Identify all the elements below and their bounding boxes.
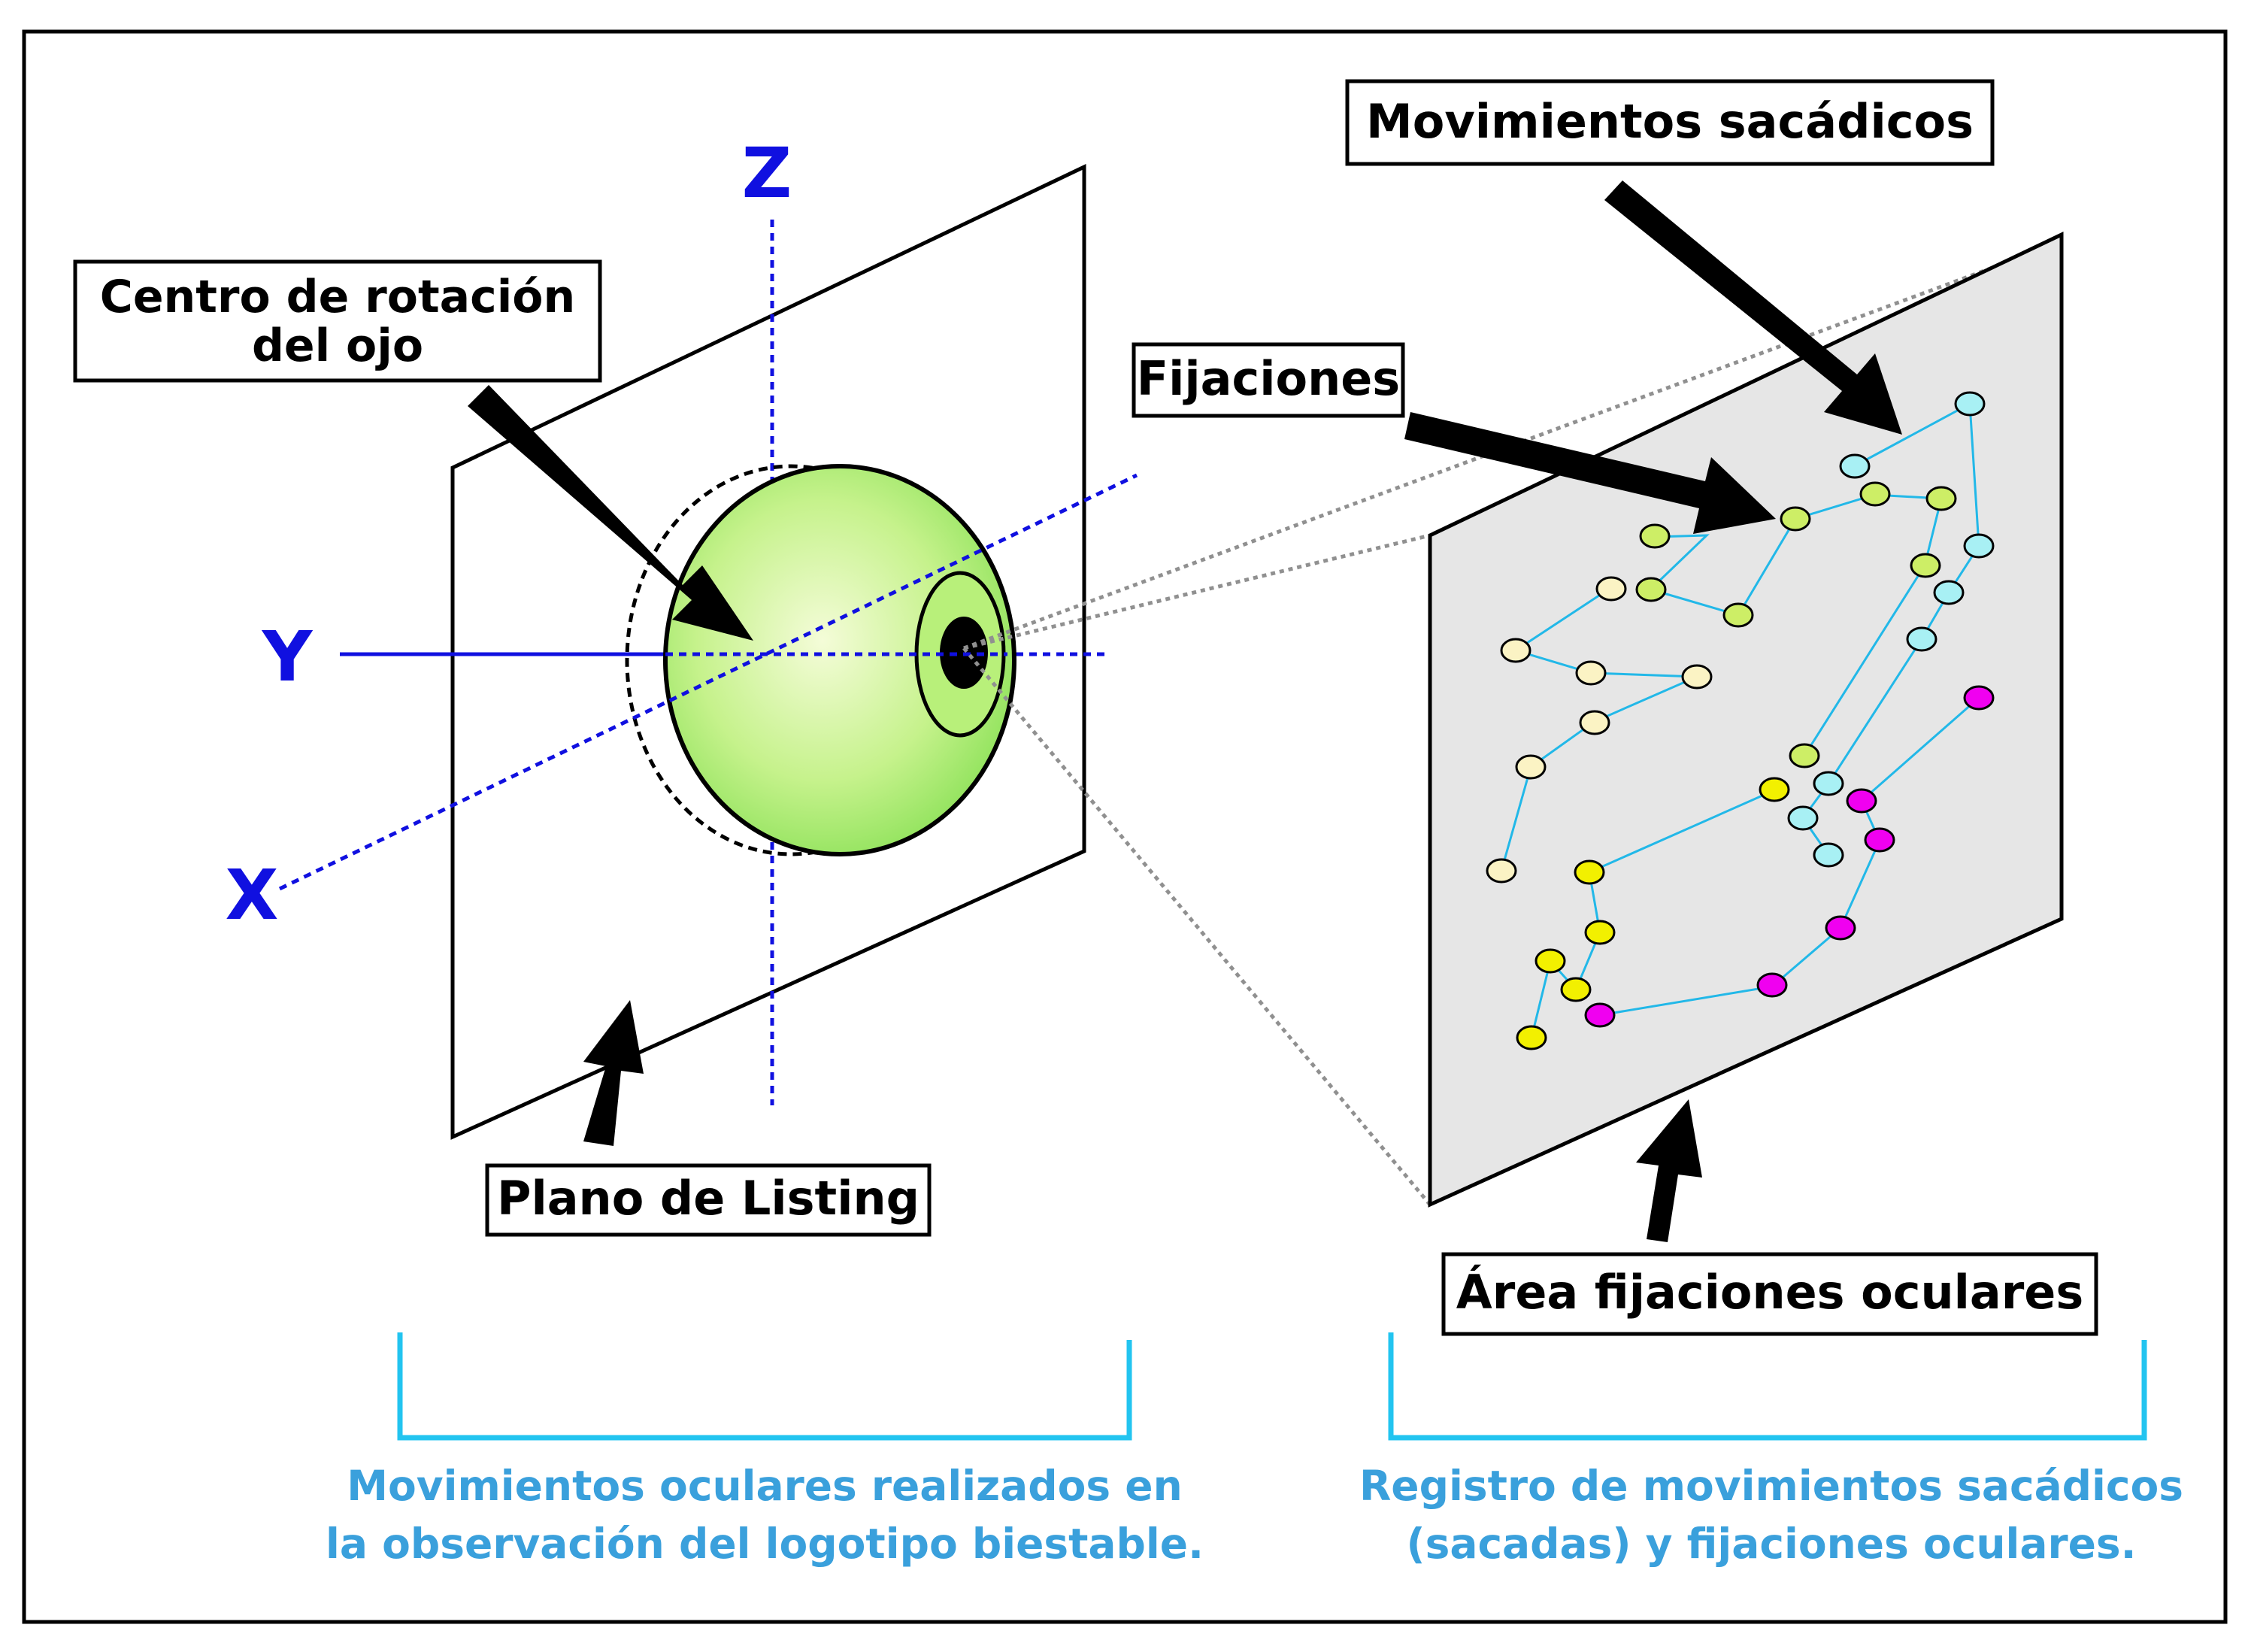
fixation-point xyxy=(1859,481,1891,507)
projection-lines xyxy=(962,240,2062,1206)
fixation-point xyxy=(1846,788,1877,814)
fixation-point xyxy=(1933,580,1965,605)
x-axis-label: X xyxy=(226,855,279,935)
listing-plane-label: Plano de Listing xyxy=(497,1171,919,1226)
fixation-point xyxy=(1515,754,1547,780)
listing-plane-box xyxy=(485,1163,932,1237)
saccade-path-yellow xyxy=(1530,789,1775,1038)
fixation-area-label: Área fijaciones oculares xyxy=(1456,1265,2083,1320)
saccades-box xyxy=(1345,79,1995,166)
fixation-point xyxy=(1925,486,1957,511)
fixation-point xyxy=(1954,391,1986,417)
fixation-point xyxy=(1825,915,1856,941)
y-axis-label: Y xyxy=(262,617,314,697)
right-caption-line2: (sacadas) y fijaciones oculares. xyxy=(1406,1520,2136,1568)
fixation-point xyxy=(1635,577,1667,602)
left-caption-line1: Movimientos oculares realizados en xyxy=(347,1462,1183,1510)
saccade-path-magenta xyxy=(1599,696,1980,1017)
fixations-magenta xyxy=(1584,685,1995,1028)
fixation-panel xyxy=(1428,232,2064,1208)
fixation-point xyxy=(1906,626,1937,652)
saccades-label: Movimientos sacádicos xyxy=(1366,94,1974,149)
rotation-center-label-line2: del ojo xyxy=(252,320,423,372)
fixation-point xyxy=(1864,827,1895,853)
fixation-point xyxy=(1813,842,1844,868)
fixations-box xyxy=(1132,342,1405,418)
rotation-center-box xyxy=(73,259,602,383)
fixation-area-arrow xyxy=(1636,1099,1702,1242)
fixation-point xyxy=(1780,506,1811,532)
fixation-point xyxy=(1579,710,1610,735)
fixation-point xyxy=(1787,805,1819,831)
fixation-point xyxy=(1516,1025,1547,1050)
right-caption-line1: Registro de movimientos sacádicos xyxy=(1359,1462,2183,1510)
eyeball xyxy=(663,464,1016,856)
fixation-point xyxy=(1910,553,1941,578)
rotation-center-label-line1: Centro de rotación xyxy=(100,271,575,323)
fixation-point xyxy=(1584,1002,1616,1028)
fixation-point xyxy=(1574,859,1605,885)
fixation-point xyxy=(1500,638,1531,663)
listing-plane xyxy=(450,164,1086,1140)
fixation-point xyxy=(1584,920,1616,945)
x-axis-line xyxy=(278,473,1138,891)
fixation-point xyxy=(1839,453,1871,479)
fixation-point xyxy=(1963,685,1995,711)
fixations-cream xyxy=(1486,576,1713,884)
left-bracket xyxy=(397,1332,1132,1441)
fixations-cyan xyxy=(1787,391,1995,868)
fixation-point xyxy=(1535,948,1566,974)
fixation-point xyxy=(1560,977,1592,1002)
fixation-point xyxy=(1486,858,1517,884)
fixations-arrow xyxy=(1404,412,1776,534)
fixation-point xyxy=(1639,523,1671,549)
left-caption-line2: la observación del logotipo biestable. xyxy=(326,1520,1204,1568)
right-bracket xyxy=(1388,1332,2147,1441)
z-axis-label: Z xyxy=(742,133,792,214)
fixation-point xyxy=(1756,972,1788,998)
listing-plane-arrow xyxy=(583,1000,644,1146)
fixation-point xyxy=(1681,664,1713,690)
fixation-point xyxy=(1759,777,1790,802)
saccade-path-green-b xyxy=(1649,534,1710,591)
rotation-center-arrow xyxy=(468,385,753,641)
fixations-yellow xyxy=(1516,777,1790,1050)
fixations-label: Fijaciones xyxy=(1137,351,1400,406)
saccades-arrow xyxy=(1604,180,1902,435)
fixations-green xyxy=(1635,481,1957,768)
fixation-point xyxy=(1963,533,1995,559)
fixation-area-box xyxy=(1441,1252,2098,1336)
fixation-point xyxy=(1789,743,1820,768)
fixation-point xyxy=(1722,602,1754,628)
fixation-point xyxy=(1813,771,1844,796)
outer-frame xyxy=(22,29,2228,1624)
fixation-point xyxy=(1595,576,1627,602)
fixation-point xyxy=(1575,660,1607,686)
